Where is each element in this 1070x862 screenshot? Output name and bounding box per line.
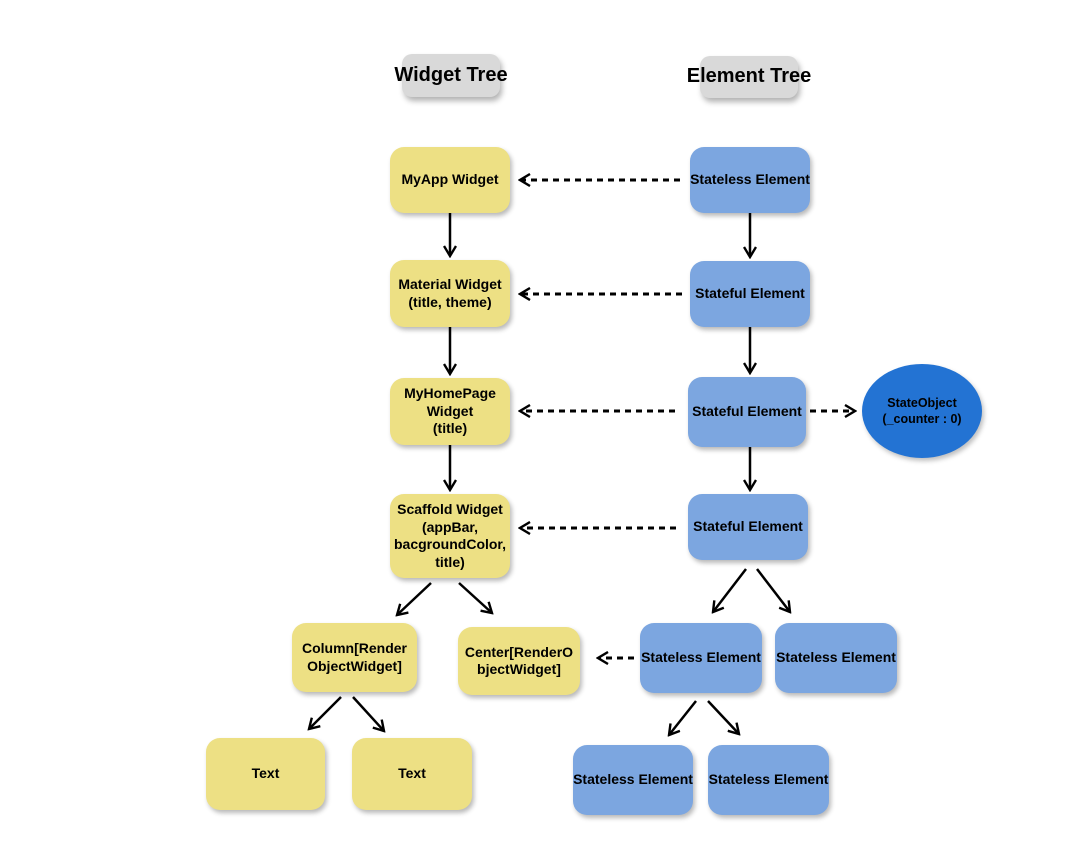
element-node-stateless-2: Stateless Element	[640, 623, 762, 693]
element-node-stateful-1: Stateful Element	[690, 261, 810, 327]
widget-node-center: Center[RenderO bjectWidget]	[458, 627, 580, 695]
state-object-node: StateObject (_counter : 0)	[862, 364, 982, 458]
widget-node-material: Material Widget (title, theme)	[390, 260, 510, 327]
element-tree-header: Element Tree	[687, 56, 811, 98]
widget-node-column: Column[Render ObjectWidget]	[292, 623, 417, 692]
element-node-stateful-2: Stateful Element	[688, 377, 806, 447]
arrow-element-4-left	[713, 568, 747, 612]
widget-node-text-2: Text	[352, 738, 472, 810]
widget-tree-header: Widget Tree	[394, 54, 508, 97]
widget-tree-header-label: Widget Tree	[394, 63, 508, 86]
widget-node-myapp: MyApp Widget	[390, 147, 510, 213]
arrow-element-5-left	[669, 700, 697, 735]
element-node-stateless-3: Stateless Element	[775, 623, 897, 693]
arrow-element-4-right	[756, 568, 790, 612]
element-node-stateless-5: Stateless Element	[708, 745, 829, 815]
element-node-stateless-1: Stateless Element	[690, 147, 810, 213]
arrow-scaffold-center	[458, 582, 492, 613]
arrow-element-5-right	[707, 700, 739, 734]
element-node-stateful-3: Stateful Element	[688, 494, 808, 560]
arrow-column-text-1	[309, 696, 342, 729]
arrow-scaffold-column	[397, 582, 432, 615]
widget-node-scaffold: Scaffold Widget (appBar, bacgroundColor,…	[390, 494, 510, 578]
arrow-column-text-2	[352, 696, 384, 731]
widget-node-text-1: Text	[206, 738, 325, 810]
element-node-stateless-4: Stateless Element	[573, 745, 693, 815]
widget-node-myhomepage: MyHomePage Widget (title)	[390, 378, 510, 445]
element-tree-header-label: Element Tree	[686, 65, 812, 88]
